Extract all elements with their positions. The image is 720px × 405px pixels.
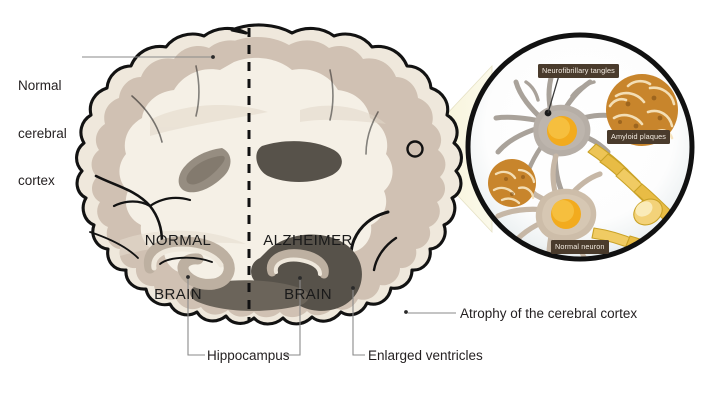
inset-label-normal-neuron: Normal neuron <box>551 240 609 254</box>
magnifier-anchor-marker <box>406 140 424 158</box>
brain-cross-section <box>75 23 463 326</box>
label-line: ALZHEIMER <box>263 232 353 249</box>
callout-hippocampus: Hippocampus <box>207 348 290 363</box>
inset-ring <box>465 32 695 262</box>
leader-enlarged-ventricles <box>352 288 365 356</box>
callout-line: cerebral <box>18 125 67 141</box>
label-normal-brain: NORMAL BRAIN <box>128 196 228 340</box>
inset-label-neurofibrillary-tangles: Neurofibrillary tangles <box>538 64 619 78</box>
leader-hippocampus-left <box>187 277 205 356</box>
leader-hippocampus-right <box>285 278 301 356</box>
hippocampus-alzheimer <box>266 249 329 279</box>
magnified-inset <box>465 32 695 262</box>
inset-label-amyloid-plaques: Amyloid plaques <box>607 130 671 144</box>
leader-lines <box>82 55 456 356</box>
callout-atrophy-of-the-cerebral-cortex: Atrophy of the cerebral cortex <box>460 306 638 321</box>
callout-line: cortex <box>18 173 55 189</box>
hippocampus-normal <box>143 236 235 290</box>
callout-normal-cerebral-cortex: Normal cerebral cortex <box>18 46 67 221</box>
callout-enlarged-ventricles: Enlarged ventricles <box>368 348 483 363</box>
label-line: BRAIN <box>284 286 332 303</box>
label-line: NORMAL <box>144 232 212 249</box>
label-alzheimer-brain: ALZHEIMER BRAIN <box>256 196 360 340</box>
callout-line: Normal <box>18 77 62 93</box>
tangle-pointer-line <box>547 71 561 114</box>
amyloid-plaque-small <box>488 159 536 207</box>
sulci-left <box>89 65 200 259</box>
label-line: BRAIN <box>154 286 202 303</box>
ventricle-normal-inner <box>186 155 225 185</box>
ventricle-enlarged-upper <box>256 141 342 182</box>
